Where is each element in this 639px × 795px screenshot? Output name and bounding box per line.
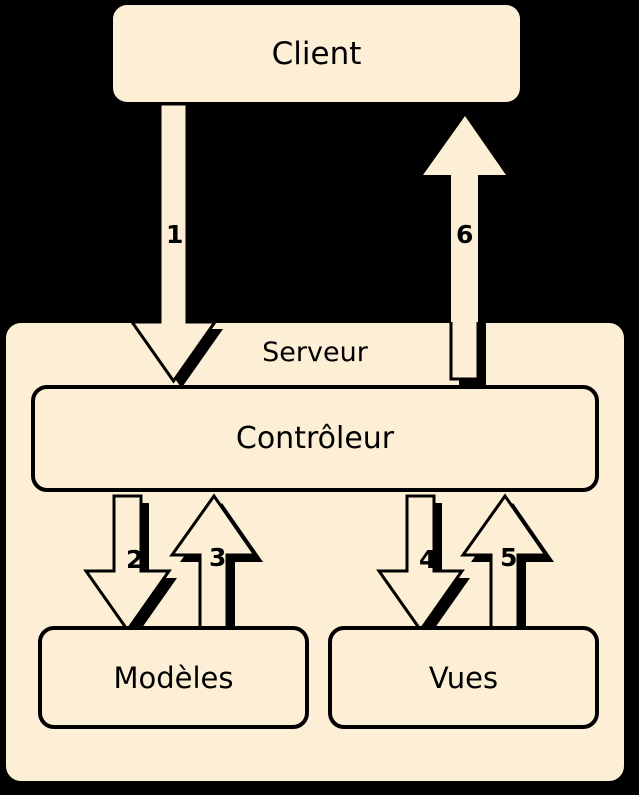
modeles-box[interactable] xyxy=(38,626,309,729)
arrow-4[interactable] xyxy=(376,494,465,633)
arrow-2[interactable] xyxy=(83,494,172,633)
client-box[interactable] xyxy=(113,5,520,102)
arrow-6[interactable] xyxy=(423,116,506,379)
controleur-box[interactable] xyxy=(31,385,599,492)
arrow-1[interactable] xyxy=(129,102,218,384)
vues-box[interactable] xyxy=(328,626,599,729)
arrow-6-stem-outline xyxy=(449,322,480,381)
